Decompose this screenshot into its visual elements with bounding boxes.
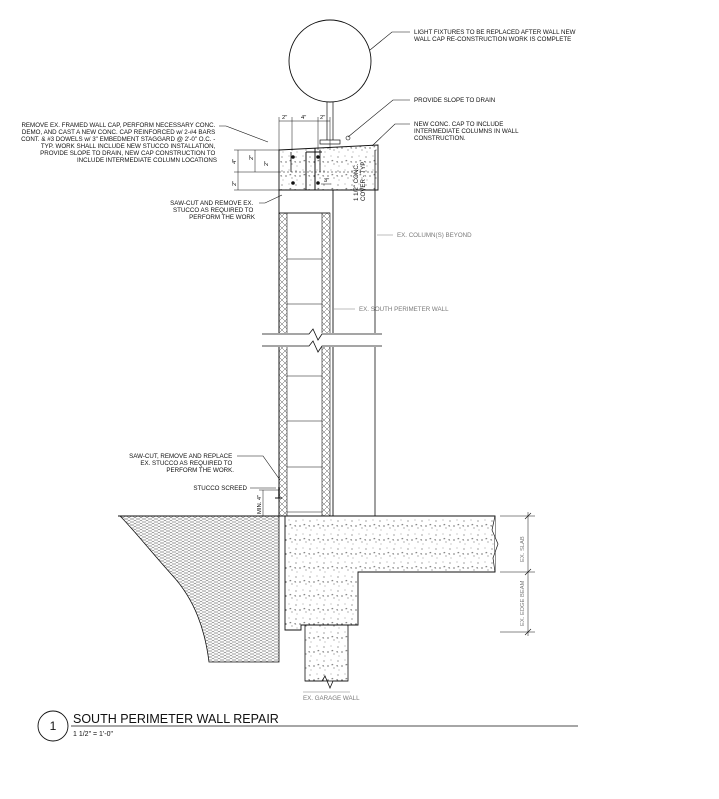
light-globe [288,19,372,103]
dowel-bars [305,148,322,190]
dim-side-2b: 2" [264,161,270,166]
note-conc-cover: 1 1/2" CONC. COVER - TYP. [353,160,367,201]
note-remove-cap: REMOVE EX. FRAMED WALL CAP, PERFORM NECE… [21,122,217,164]
south-perimeter-wall [278,189,334,517]
slab-dimensions: EX. SLAB EX. EDGE BEAM [500,512,535,636]
rebar-dots [291,155,320,185]
note-sawcut-top: SAW-CUT AND REMOVE EX. STUCCO AS REQUIRE… [170,200,256,221]
note-garage-wall: EX. GARAGE WALL [303,695,360,702]
detail-scale: 1 1/2" = 1'-0" [73,731,113,738]
soil-grade [118,515,281,663]
dim-side-2c: 2" [232,181,238,186]
dim-side-2a: 2" [249,155,255,160]
dim-min-4: MIN. 4" [257,495,263,514]
title-block: 1 SOUTH PERIMETER WALL REPAIR 1 1/2" = 1… [37,710,578,742]
dim-top-2b: 2" [320,115,325,121]
dim-inner-3: 3" [324,178,329,184]
existing-garage-wall [303,624,350,693]
detail-title: SOUTH PERIMETER WALL REPAIR [73,712,279,726]
break-line [262,328,382,353]
leader-lines [219,31,410,489]
dim-side-4: 4" [232,159,238,164]
detail-number: 1 [50,719,57,733]
dim-top-2a: 2" [282,115,287,121]
note-new-cap: NEW CONC. CAP TO INCLUDE INTERMEDIATE CO… [414,121,520,142]
detail-number-bubble [37,710,69,742]
note-light-fixtures: LIGHT FIXTURES TO BE REPLACED AFTER WALL… [414,29,577,43]
dim-ex-edge-beam: EX. EDGE BEAM [520,580,526,626]
note-slope-to-drain: PROVIDE SLOPE TO DRAIN [414,97,495,104]
dim-ex-slab: EX. SLAB [520,536,526,562]
cap-dimensions: 2" 4" 2" 4" 2" 2" 2" 3" [232,115,331,191]
stucco-screed: MIN. 4" [257,487,282,516]
note-stucco-screed: STUCCO SCREED [193,485,247,492]
new-concrete-cap [278,144,379,191]
note-south-wall: EX. SOUTH PERIMETER WALL [359,306,449,313]
note-columns-beyond: EX. COLUMN(S) BEYOND [397,232,472,239]
note-sawcut-bottom: SAW-CUT, REMOVE AND REPLACE EX. STUCCO A… [129,453,234,474]
existing-slab-and-edge-beam [284,515,499,631]
dim-top-4: 4" [301,115,306,121]
